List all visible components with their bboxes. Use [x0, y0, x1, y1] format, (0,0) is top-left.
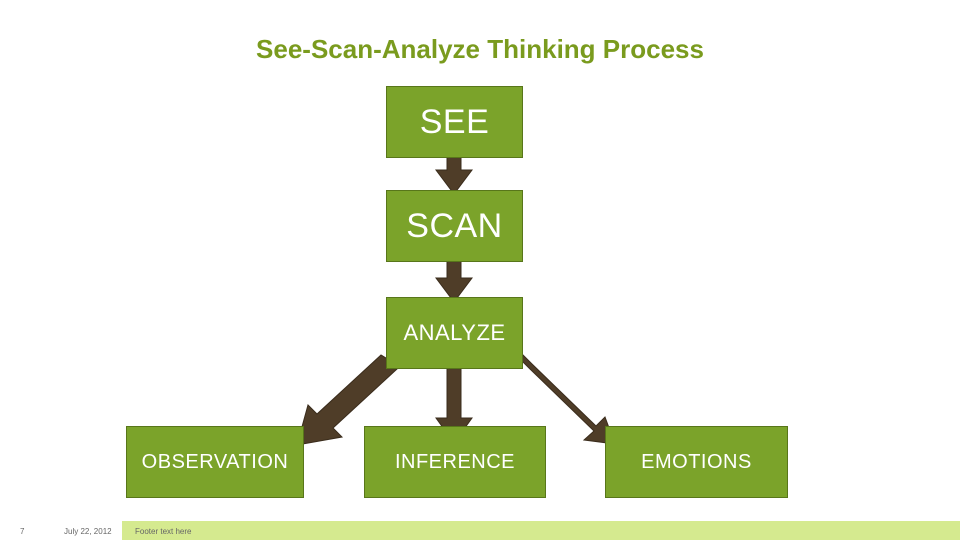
node-scan-label: SCAN	[406, 206, 503, 245]
node-analyze: ANALYZE	[386, 297, 523, 369]
footer-band	[122, 521, 960, 540]
node-see-label: SEE	[419, 102, 490, 141]
slide-number: 7	[20, 527, 25, 536]
footer-date-area	[48, 521, 118, 540]
node-see: SEE	[386, 86, 523, 158]
footer-text: Footer text here	[135, 527, 192, 536]
footer-slide-number-area	[0, 521, 46, 540]
arrow-analyze-emotions	[518, 352, 616, 445]
node-observation-label: OBSERVATION	[141, 450, 289, 473]
node-inference-label: INFERENCE	[394, 450, 516, 473]
node-observation: OBSERVATION	[126, 426, 304, 498]
page-title: See-Scan-Analyze Thinking Process	[256, 34, 704, 64]
node-emotions: EMOTIONS	[605, 426, 788, 498]
node-scan: SCAN	[386, 190, 523, 262]
footer-date: July 22, 2012	[64, 527, 112, 536]
node-analyze-label: ANALYZE	[403, 320, 506, 345]
node-emotions-label: EMOTIONS	[641, 450, 752, 473]
node-inference: INFERENCE	[364, 426, 546, 498]
